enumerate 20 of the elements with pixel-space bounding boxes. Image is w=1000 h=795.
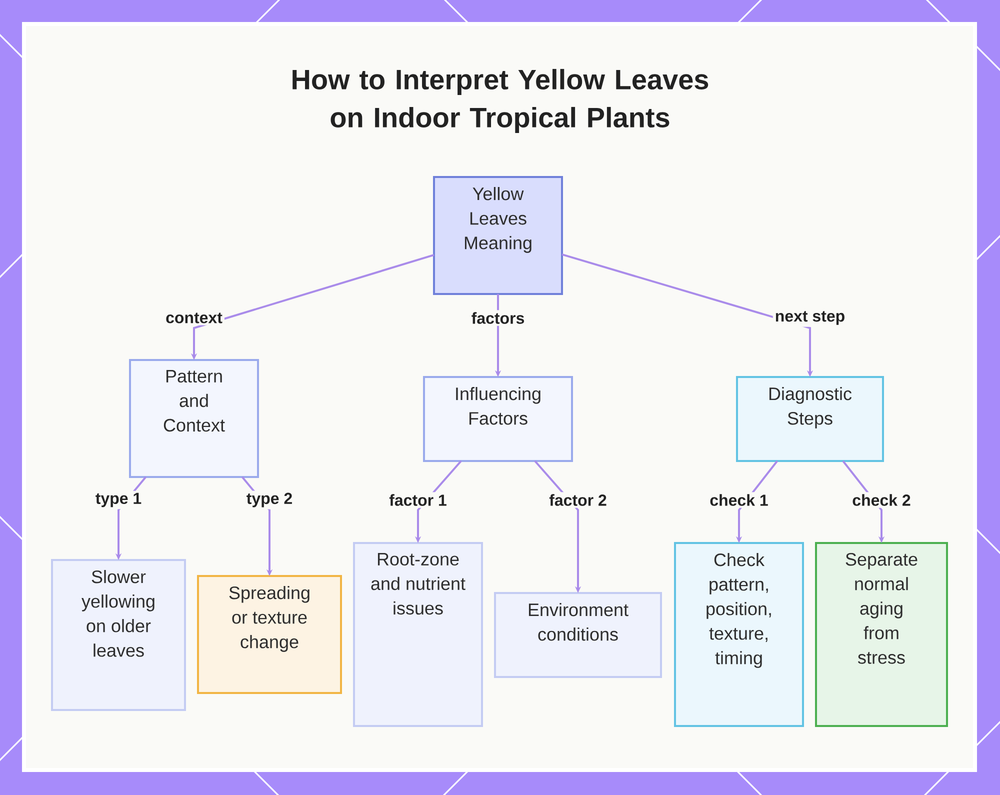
title: How to Interpret Yellow Leaves on Indoor Tropical Plants xyxy=(292,68,708,134)
edge-label: type 1 xyxy=(93,490,144,510)
edge-label: next step xyxy=(772,309,848,327)
edge-label: check 2 xyxy=(850,492,913,508)
detail-box: Environment conditions xyxy=(494,592,662,678)
edge-label: check 1 xyxy=(708,492,770,508)
edge-label: factors xyxy=(469,310,527,326)
category-box: Influencing Factors xyxy=(423,376,573,462)
detail-box: Root-zone and nutrient issues xyxy=(353,542,483,727)
detail-box: Slower yellowing on older leaves xyxy=(51,559,186,711)
category-box: Pattern and Context xyxy=(129,359,259,478)
edge-label: factor 2 xyxy=(547,492,609,508)
edge-label: context xyxy=(164,310,224,326)
edge-label: factor 1 xyxy=(387,492,449,508)
edge-label: type 2 xyxy=(244,490,295,510)
topic-box: Yellow Leaves Meaning xyxy=(433,176,563,295)
category-box: Diagnostic Steps xyxy=(736,376,884,462)
detail-box: Spreading or texture change xyxy=(197,575,342,694)
detail-box: Check pattern, position, texture, timing xyxy=(674,542,804,727)
detail-box: Separate normal aging from stress xyxy=(815,542,948,727)
